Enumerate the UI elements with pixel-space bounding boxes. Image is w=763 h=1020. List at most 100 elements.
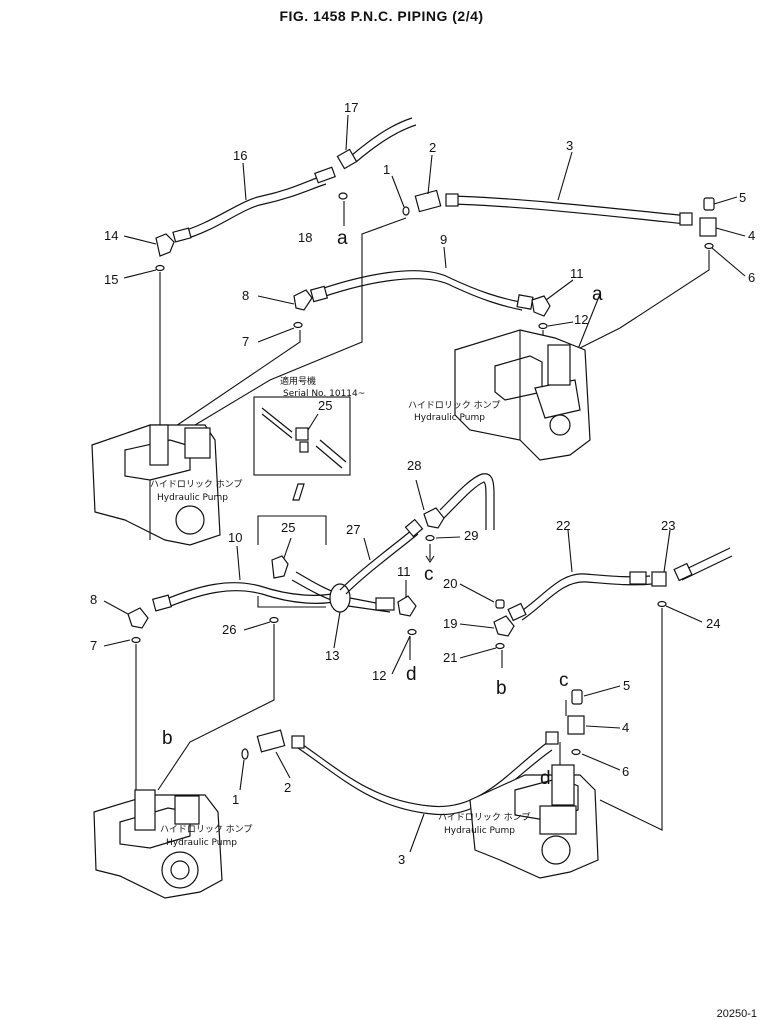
fitting-2-top xyxy=(402,189,442,216)
callout-18: 18 xyxy=(298,230,312,245)
callout-12-mid: 12 xyxy=(372,668,386,683)
callout-8-mid: 8 xyxy=(90,592,97,607)
hose-28 xyxy=(423,473,495,542)
pump-label-en-4: Hydraulic Pump xyxy=(444,826,515,836)
hose-27 xyxy=(339,518,424,595)
pump-label-jp-4: ハイドロリック ホンプ xyxy=(438,812,530,823)
callout-27: 27 xyxy=(346,522,360,537)
mid-inset xyxy=(257,515,327,608)
pump-label-jp-1: ハイドロリック ホンプ xyxy=(408,400,500,411)
plug-20 xyxy=(495,599,505,609)
callout-6-bottom: 6 xyxy=(622,764,629,779)
oring-18 xyxy=(338,192,348,200)
hydraulic-pump-top-left xyxy=(91,424,221,546)
callout-7-mid: 7 xyxy=(90,638,97,653)
callout-23: 23 xyxy=(661,518,675,533)
callout-7-top: 7 xyxy=(242,334,249,349)
callout-14: 14 xyxy=(104,228,118,243)
callout-16: 16 xyxy=(233,148,247,163)
hose-22 xyxy=(507,571,653,622)
pump-label-jp-3: ハイドロリック ホンプ xyxy=(160,824,252,835)
callout-24: 24 xyxy=(706,616,720,631)
callout-22: 22 xyxy=(556,518,570,533)
callout-2-top: 2 xyxy=(429,140,436,155)
oring-21 xyxy=(495,642,505,650)
tee-23 xyxy=(651,571,667,587)
callout-13: 13 xyxy=(325,648,339,663)
hydraulic-pump-bottom-left xyxy=(93,789,223,899)
callout-25-inset: 25 xyxy=(318,398,332,413)
elbow-8-top xyxy=(293,289,313,329)
letter-a-left: a xyxy=(337,228,348,249)
callout-5-top: 5 xyxy=(739,190,746,205)
letter-b-bottom: b xyxy=(162,728,173,749)
serial-text: 適用号機 Serial No. 10114~ xyxy=(280,375,365,399)
callout-19: 19 xyxy=(443,616,457,631)
elbow-14 xyxy=(155,233,175,272)
callout-11-top: 11 xyxy=(570,266,584,281)
hydraulic-pump-bottom-right xyxy=(469,764,599,879)
callout-numbers: 17 2 3 1 16 5 4 6 14 18 9 15 11 8 12 7 2… xyxy=(90,100,755,867)
tee-4-bottom xyxy=(567,689,585,756)
clamp-13 xyxy=(291,571,395,613)
letter-b-mid: b xyxy=(496,678,507,699)
serial-jp: 適用号機 xyxy=(280,375,316,387)
callout-11-mid: 11 xyxy=(397,564,411,579)
hose-3-top xyxy=(445,193,693,226)
pump-label-jp-2: ハイドロリック ホンプ xyxy=(150,479,242,490)
hose-17 xyxy=(336,117,417,170)
callout-4-bottom: 4 xyxy=(622,720,629,735)
oring-7-mid xyxy=(131,636,141,644)
letter-a-right: a xyxy=(592,284,603,305)
hose-9 xyxy=(309,270,534,311)
hose-23-right xyxy=(673,547,733,582)
hose-10 xyxy=(151,582,343,612)
serial-number: Serial No. 10114~ xyxy=(283,389,365,399)
callout-10: 10 xyxy=(228,530,242,545)
connection-letters: a a c d b b c d xyxy=(162,228,603,789)
figure-title: FIG. 1458 P.N.C. PIPING (2/4) xyxy=(279,8,484,24)
letter-c-mid: c xyxy=(424,564,434,585)
elbow-8-mid xyxy=(127,607,149,629)
callout-29: 29 xyxy=(464,528,478,543)
pump-label-en-1: Hydraulic Pump xyxy=(414,413,485,423)
callout-26: 26 xyxy=(222,622,236,637)
serial-inset xyxy=(253,396,351,501)
hose-16 xyxy=(172,166,336,243)
elbow-19 xyxy=(493,615,515,637)
oring-26 xyxy=(269,616,279,624)
callout-15: 15 xyxy=(104,272,118,287)
leader-lines-mid xyxy=(103,479,703,831)
oring-24 xyxy=(657,600,667,608)
fitting-2-bottom xyxy=(241,729,286,760)
callout-9: 9 xyxy=(440,232,447,247)
callout-5-bottom: 5 xyxy=(623,678,630,693)
callout-20: 20 xyxy=(443,576,457,591)
hydraulic-pump-top-right xyxy=(454,329,591,461)
leader-lines-bottom xyxy=(239,685,621,853)
callout-17: 17 xyxy=(344,100,358,115)
callout-1-bottom: 1 xyxy=(232,792,239,807)
callout-6-top: 6 xyxy=(748,270,755,285)
leader-lines-top xyxy=(123,114,746,441)
callout-21: 21 xyxy=(443,650,457,665)
callout-4-top: 4 xyxy=(748,228,755,243)
elbow-11-mid xyxy=(397,595,417,617)
callout-1-top: 1 xyxy=(383,162,390,177)
letter-d-mid: d xyxy=(406,664,417,685)
callout-12-top: 12 xyxy=(574,312,588,327)
callout-8-top: 8 xyxy=(242,288,249,303)
callout-2-bottom: 2 xyxy=(284,780,291,795)
callout-3-top: 3 xyxy=(566,138,573,153)
letter-c-bottom: c xyxy=(559,670,569,691)
letter-d-bottom: d xyxy=(540,768,551,789)
oring-12-mid xyxy=(407,628,417,636)
pump-label-en-2: Hydraulic Pump xyxy=(157,493,228,503)
elbow-11-top xyxy=(531,295,551,330)
page-code: 20250-1 xyxy=(716,1008,757,1020)
callout-25-mid: 25 xyxy=(281,520,295,535)
pump-labels: ハイドロリック ホンプ Hydraulic Pump ハイドロリック ホンプ H… xyxy=(150,400,530,848)
callout-28: 28 xyxy=(407,458,421,473)
tee-4-top xyxy=(699,197,717,250)
